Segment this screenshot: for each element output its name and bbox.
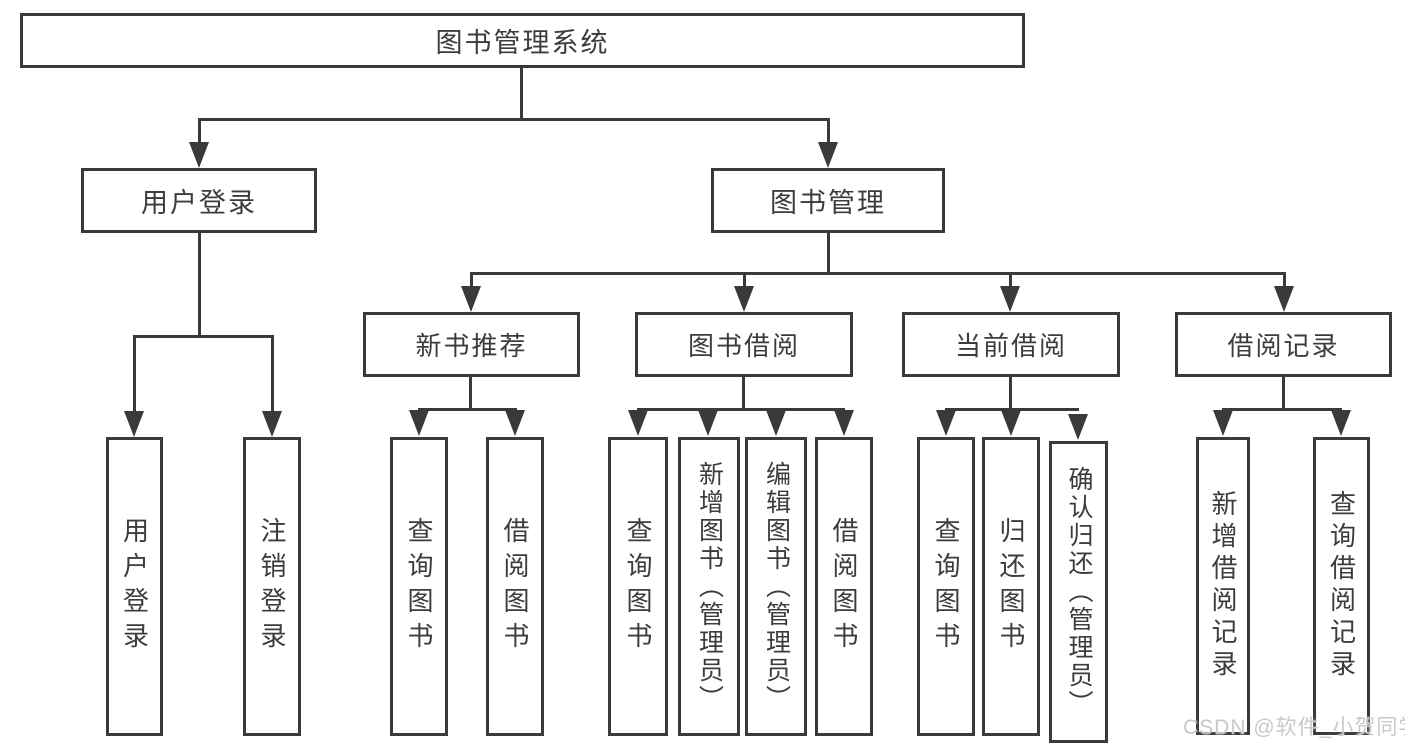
- leaf-bookborrow-edit-books-admin: 编辑图书（管理员）: [745, 437, 807, 736]
- leaf-logout: 注销登录: [243, 437, 301, 736]
- arrow-user-login: [189, 142, 209, 168]
- connector-drop-leaf-logout: [271, 335, 274, 413]
- leaf-currentborrow-query-books: 查询图书: [917, 437, 975, 736]
- arrow-currentborrow-confirm: [1068, 414, 1088, 440]
- arrow-newbook-query: [409, 410, 429, 436]
- leaf-newbook-query-books-label: 查询图书: [404, 516, 434, 657]
- connector-drop-book-mgmt: [827, 118, 830, 146]
- arrow-currentborrow-return: [1001, 410, 1021, 436]
- leaf-currentborrow-confirm-return-admin: 确认归还（管理员）: [1049, 441, 1108, 743]
- arrow-book-borrow: [734, 286, 754, 312]
- arrow-leaf-login: [124, 411, 144, 437]
- arrow-bookborrow-add: [698, 410, 718, 436]
- arrow-bookborrow-query: [628, 410, 648, 436]
- connector-root-bus: [198, 118, 830, 121]
- arrow-current-borrow: [1000, 286, 1020, 312]
- arrow-bookborrow-borrow: [834, 410, 854, 436]
- connector-drop-user-login: [198, 118, 201, 146]
- leaf-logout-label: 注销登录: [257, 516, 287, 657]
- connector-bookborrow-bus: [637, 408, 845, 411]
- leaf-user-login-label: 用户登录: [119, 516, 150, 657]
- node-book-management-label: 图书管理: [770, 188, 886, 218]
- connector-records-bus: [1222, 408, 1342, 411]
- arrow-book-mgmt: [818, 142, 838, 168]
- leaf-user-login: 用户登录: [106, 437, 163, 736]
- node-root: 图书管理系统: [20, 13, 1025, 68]
- connector-userlogin-trunk: [198, 233, 201, 335]
- connector-currentborrow-bus: [945, 408, 1079, 411]
- node-new-book-recommend: 新书推荐: [363, 312, 580, 377]
- connector-bookmgmt-bus: [470, 272, 1285, 275]
- leaf-currentborrow-return-books-label: 归还图书: [996, 516, 1026, 657]
- leaf-currentborrow-confirm-return-admin-label: 确认归还（管理员）: [1065, 466, 1093, 718]
- leaf-records-add-record-label: 新增借阅记录: [1208, 490, 1238, 682]
- node-root-label: 图书管理系统: [435, 28, 610, 58]
- arrow-leaf-logout: [262, 411, 282, 437]
- leaf-bookborrow-add-books-admin: 新增图书（管理员）: [678, 437, 740, 736]
- arrow-records-add: [1213, 410, 1233, 436]
- arrow-records-query: [1331, 410, 1351, 436]
- node-new-book-recommend-label: 新书推荐: [415, 331, 528, 361]
- connector-newbook-bus: [418, 408, 517, 411]
- connector-drop-leaf-login: [133, 335, 136, 413]
- connector-currentborrow-trunk: [1009, 377, 1012, 408]
- connector-drop-new-book: [470, 272, 473, 288]
- node-user-login: 用户登录: [81, 168, 317, 233]
- node-book-borrow: 图书借阅: [635, 312, 853, 377]
- node-current-borrow: 当前借阅: [902, 312, 1120, 377]
- arrow-newbook-borrow: [505, 410, 525, 436]
- leaf-bookborrow-query-books: 查询图书: [608, 437, 668, 736]
- leaf-currentborrow-query-books-label: 查询图书: [931, 516, 961, 657]
- csdn-watermark: CSDN @软件_小贺同学: [1183, 716, 1405, 739]
- connector-bookmgmt-trunk: [827, 233, 830, 274]
- connector-drop-current-borrow: [1009, 272, 1012, 288]
- node-book-borrow-label: 图书借阅: [687, 331, 800, 361]
- node-borrow-records: 借阅记录: [1175, 312, 1392, 377]
- leaf-newbook-borrow-books-label: 借阅图书: [500, 516, 530, 657]
- connector-drop-borrow-records: [1283, 272, 1286, 288]
- leaf-records-add-record: 新增借阅记录: [1196, 437, 1250, 735]
- connector-root-trunk: [520, 66, 523, 118]
- leaf-bookborrow-borrow-books: 借阅图书: [815, 437, 873, 736]
- leaf-bookborrow-query-books-label: 查询图书: [623, 516, 653, 657]
- connector-userlogin-bus: [133, 335, 274, 338]
- leaf-records-query-record-label: 查询借阅记录: [1326, 490, 1357, 682]
- arrow-bookborrow-edit: [766, 410, 786, 436]
- leaf-bookborrow-borrow-books-label: 借阅图书: [829, 516, 859, 657]
- connector-bookborrow-trunk: [742, 377, 745, 408]
- arrow-currentborrow-query: [936, 410, 956, 436]
- connector-records-trunk: [1282, 377, 1285, 408]
- leaf-bookborrow-add-books-admin-label: 新增图书（管理员）: [695, 460, 724, 713]
- node-current-borrow-label: 当前借阅: [954, 331, 1067, 361]
- node-user-login-label: 用户登录: [141, 188, 257, 218]
- node-book-management: 图书管理: [711, 168, 945, 233]
- leaf-newbook-query-books: 查询图书: [390, 437, 448, 736]
- arrow-new-book: [461, 286, 481, 312]
- arrow-borrow-records: [1274, 286, 1294, 312]
- connector-drop-book-borrow: [743, 272, 746, 288]
- leaf-currentborrow-return-books: 归还图书: [982, 437, 1040, 736]
- leaf-newbook-borrow-books: 借阅图书: [486, 437, 544, 736]
- node-borrow-records-label: 借阅记录: [1227, 331, 1340, 361]
- leaf-bookborrow-edit-books-admin-label: 编辑图书（管理员）: [762, 460, 791, 713]
- connector-newbook-trunk: [469, 377, 472, 408]
- leaf-records-query-record: 查询借阅记录: [1313, 437, 1370, 735]
